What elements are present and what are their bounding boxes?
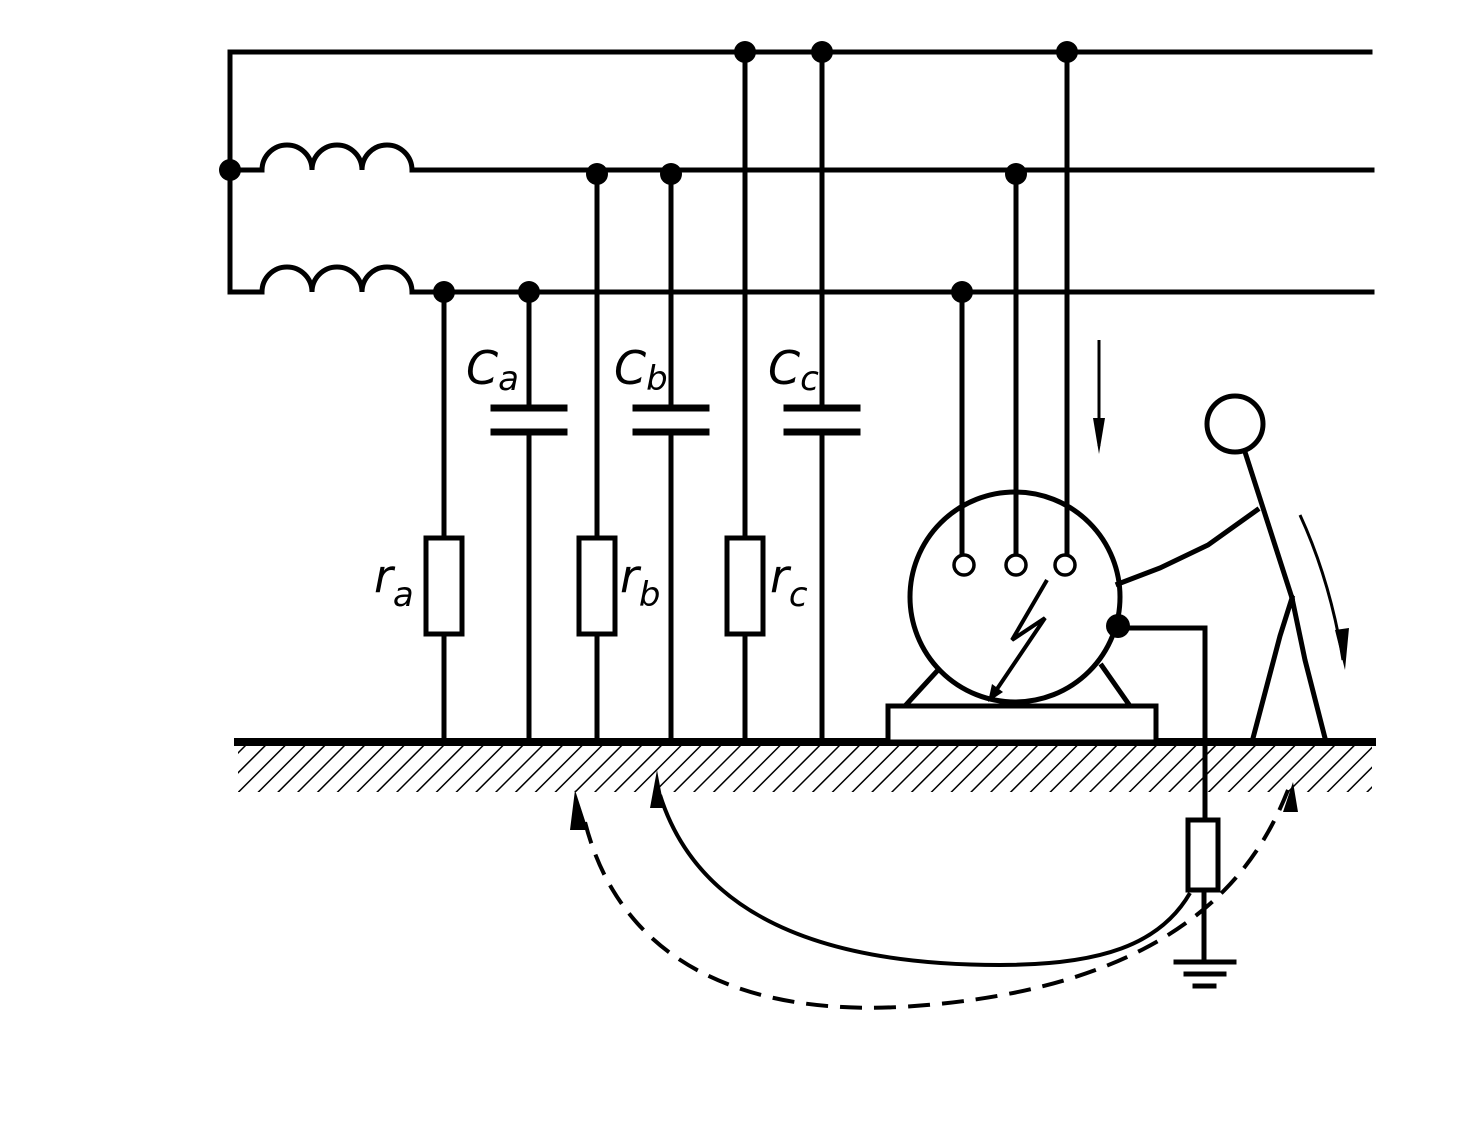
label-cb: Cb [614,341,668,399]
phase-b-insulation [576,163,710,745]
winding-phase-a [259,264,415,295]
earth-current-paths [570,770,1298,1010]
phase-a-insulation [423,281,568,745]
resistor-rc [724,535,766,637]
phase-c-insulation [724,41,861,745]
motor-terminal-c [1053,553,1077,577]
person-figure [1114,393,1330,746]
motor-base [885,703,1159,745]
earthing-resistor [1185,817,1221,893]
dashed-current-loop [583,789,1290,1010]
person-head [1204,393,1266,455]
motor-terminal-a [952,553,976,577]
label-rc: rc [770,549,808,615]
resistor-rb [576,535,618,637]
current-arrows [1093,340,1349,670]
label-ra: ra [374,549,414,615]
motor-housing [907,489,1123,705]
source-transformer [219,49,1373,295]
ground [234,738,1376,792]
protective-earth [1106,614,1237,989]
winding-phase-b [259,142,415,173]
label-ca: Ca [466,341,519,399]
label-rb: rb [620,549,661,615]
motor-terminal-b [1004,553,1028,577]
motor [885,41,1159,745]
label-cc: Cc [768,341,819,399]
solid-current-loop [658,794,1192,968]
resistor-ra [423,535,465,637]
fault-spark-icon [993,578,1049,694]
